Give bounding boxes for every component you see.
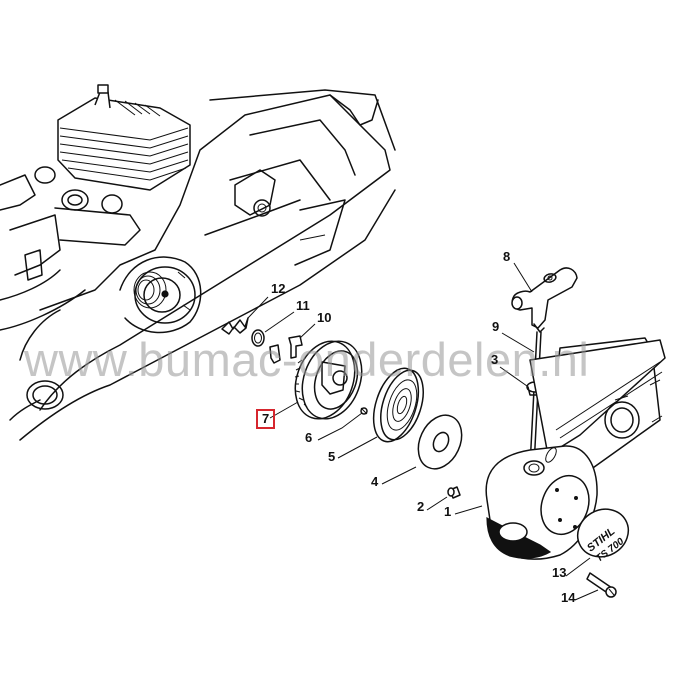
callout-6: 6 <box>305 430 313 445</box>
part-12-spring-clip <box>221 317 249 335</box>
part-1-starter-cover <box>485 337 666 560</box>
callout-10: 10 <box>317 310 332 325</box>
callout-14: 14 <box>561 590 576 605</box>
part-11-washer <box>251 329 265 347</box>
callout-7: 7 <box>256 409 276 429</box>
part-13-badge <box>576 508 630 558</box>
part-6-screw <box>360 407 368 415</box>
part-7-rope-rotor <box>294 340 363 420</box>
part-2-bolt <box>447 486 461 499</box>
callout-12: 12 <box>271 281 286 296</box>
engine-starter-pulley <box>119 256 202 334</box>
callout-5: 5 <box>328 449 336 464</box>
tensioner-bolt <box>234 169 346 266</box>
part-5-rewind-spring <box>372 367 424 443</box>
callout-8: 8 <box>503 249 511 264</box>
callout-11: 11 <box>296 298 310 313</box>
callout-9: 9 <box>492 319 500 334</box>
part-8-starter-grip <box>511 267 578 333</box>
callout-3: 3 <box>491 352 499 367</box>
callout-2: 2 <box>417 499 425 514</box>
part-14-screw <box>586 572 617 598</box>
cylinder-fins <box>34 84 191 246</box>
part-4-washer-disc <box>417 414 463 470</box>
callout-4: 4 <box>371 474 379 489</box>
callout-13: 13 <box>552 565 567 580</box>
callout-1: 1 <box>444 504 452 519</box>
part-10-pawl <box>269 335 303 364</box>
